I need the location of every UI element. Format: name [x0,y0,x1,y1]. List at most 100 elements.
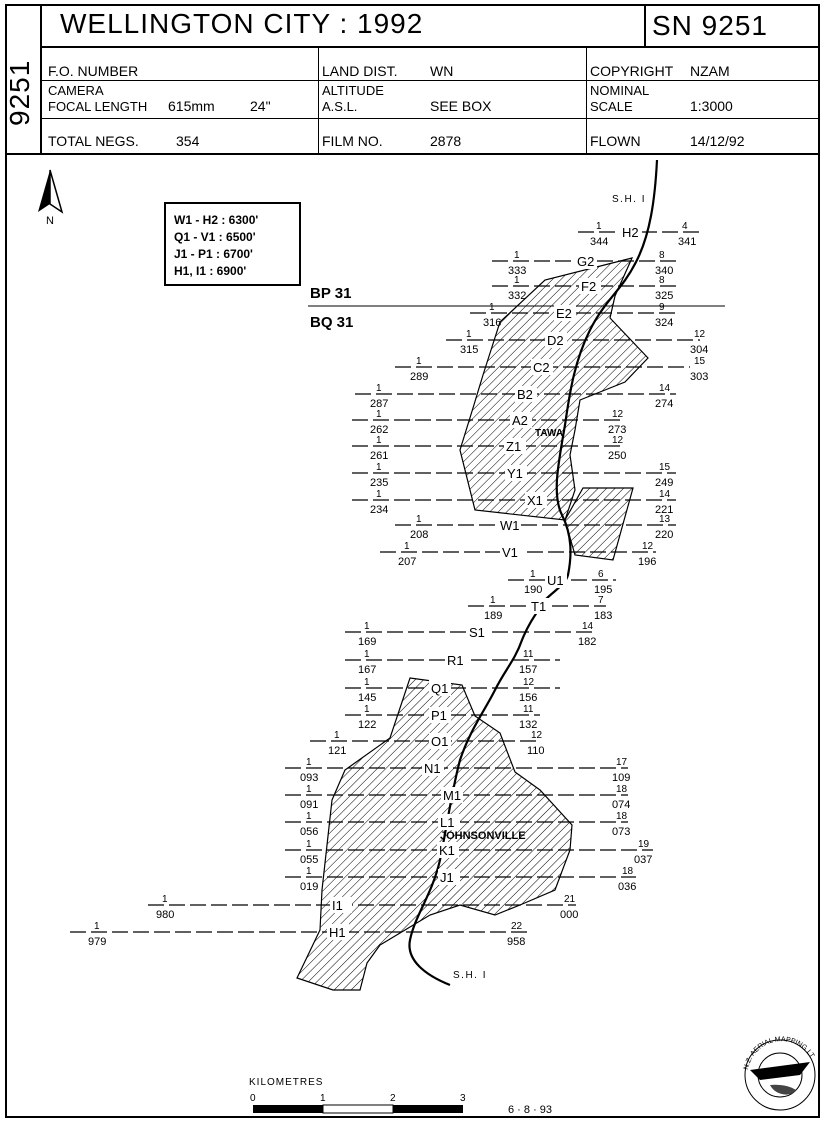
altitude-line-3: J1 - P1 : 6700' [174,247,253,261]
strip-label-background [327,924,349,940]
strip-right-run: 8 [659,275,665,286]
strip-label: N1 [424,761,441,776]
strip-right-run: 17 [616,757,628,768]
strip-left-negative: 333 [508,265,526,277]
sheet-label-upper: BP 31 [310,285,351,302]
strip-right-negative: 274 [655,398,673,410]
strip-right-negative: 220 [655,529,673,541]
strip-right-negative: 073 [612,826,630,838]
strip-left-negative: 190 [524,584,542,596]
strip-left-negative: 261 [370,450,388,462]
strip-label-background [554,305,576,321]
header-divider-row1 [40,80,820,81]
strip-right-run: 12 [523,677,535,688]
strip-left-negative: 207 [398,556,416,568]
strip-label-background [429,680,451,696]
nz-aerial-mapping-logo: N.Z. AERIAL MAPPING LTD [0,0,816,1111]
north-label: N [46,215,54,227]
strip-right-run: 18 [622,866,634,877]
strip-label: C2 [533,360,550,375]
strip-label-background [575,253,597,269]
strip-left-run: 1 [306,866,312,877]
strip-right-negative: 303 [690,371,708,383]
strip-right-run: 11 [523,704,534,715]
strip-right-negative: 340 [655,265,673,277]
strip-left-run: 1 [376,435,382,446]
strip-right-negative: 183 [594,610,612,622]
altitude-box [164,202,301,286]
strip-label: K1 [439,843,455,858]
altitude-line-2: Q1 - V1 : 6500' [174,230,256,244]
strip-label-background [445,652,467,668]
strip-left-negative: 208 [410,529,428,541]
strip-left-run: 1 [416,356,422,367]
strip-label: L1 [440,815,454,830]
strip-label-background [505,465,527,481]
strip-label: G2 [577,254,594,269]
strip-left-run: 1 [376,409,382,420]
road-label-top: S.H. I [612,194,646,205]
copyright-label: COPYRIGHT [590,63,674,79]
strip-right-negative: 132 [519,719,537,731]
header-divider-bottom [5,153,820,155]
strip-right-run: 12 [694,329,706,340]
strip-right-run: 22 [511,921,523,932]
strip-label: B2 [517,387,533,402]
focal-length-value: 615mm [168,98,215,114]
strip-left-negative: 167 [358,664,376,676]
strip-label-background [504,438,526,454]
strip-left-run: 1 [404,541,410,552]
strip-left-negative: 289 [410,371,428,383]
strip-left-run: 1 [514,275,520,286]
strip-label-background [545,332,567,348]
strip-left-run: 1 [306,757,312,768]
strip-label-background [545,572,567,588]
strip-right-negative: 036 [618,881,636,893]
sheet-label-lower: BQ 31 [310,314,353,331]
strip-left-run: 1 [94,921,100,932]
header-divider-sn [644,4,646,47]
strip-label: E2 [556,306,572,321]
strip-right-run: 18 [616,784,628,795]
strip-left-run: 1 [416,514,422,525]
strip-left-negative: 332 [508,290,526,302]
strip-label: A2 [512,413,528,428]
strip-left-run: 1 [466,329,472,340]
strip-left-negative: 234 [370,504,388,516]
film-no-label: FILM NO. [322,133,383,149]
strip-right-negative: 196 [638,556,656,568]
east-coverage-area [564,487,634,561]
strip-label-background [467,624,489,640]
strip-right-negative: 304 [690,344,708,356]
strip-label-background [529,598,551,614]
strip-right-run: 4 [682,221,688,232]
strip-left-negative: 189 [484,610,502,622]
survey-number: SN 9251 [652,10,768,41]
strip-left-negative: 316 [483,317,501,329]
strip-right-run: 12 [642,541,654,552]
scale-tick-1: 1 [320,1093,326,1104]
nominal-label: NOMINAL [590,83,650,98]
strip-left-negative: 344 [590,236,608,248]
strip-label: Q1 [431,681,448,696]
strip-label-background [579,278,601,294]
altitude-value: SEE BOX [430,98,492,114]
strip-label: X1 [527,493,543,508]
strip-left-negative: 315 [460,344,478,356]
strip-left-negative: 169 [358,636,376,648]
strip-right-negative: 958 [507,936,525,948]
strip-right-negative: 325 [655,290,673,302]
